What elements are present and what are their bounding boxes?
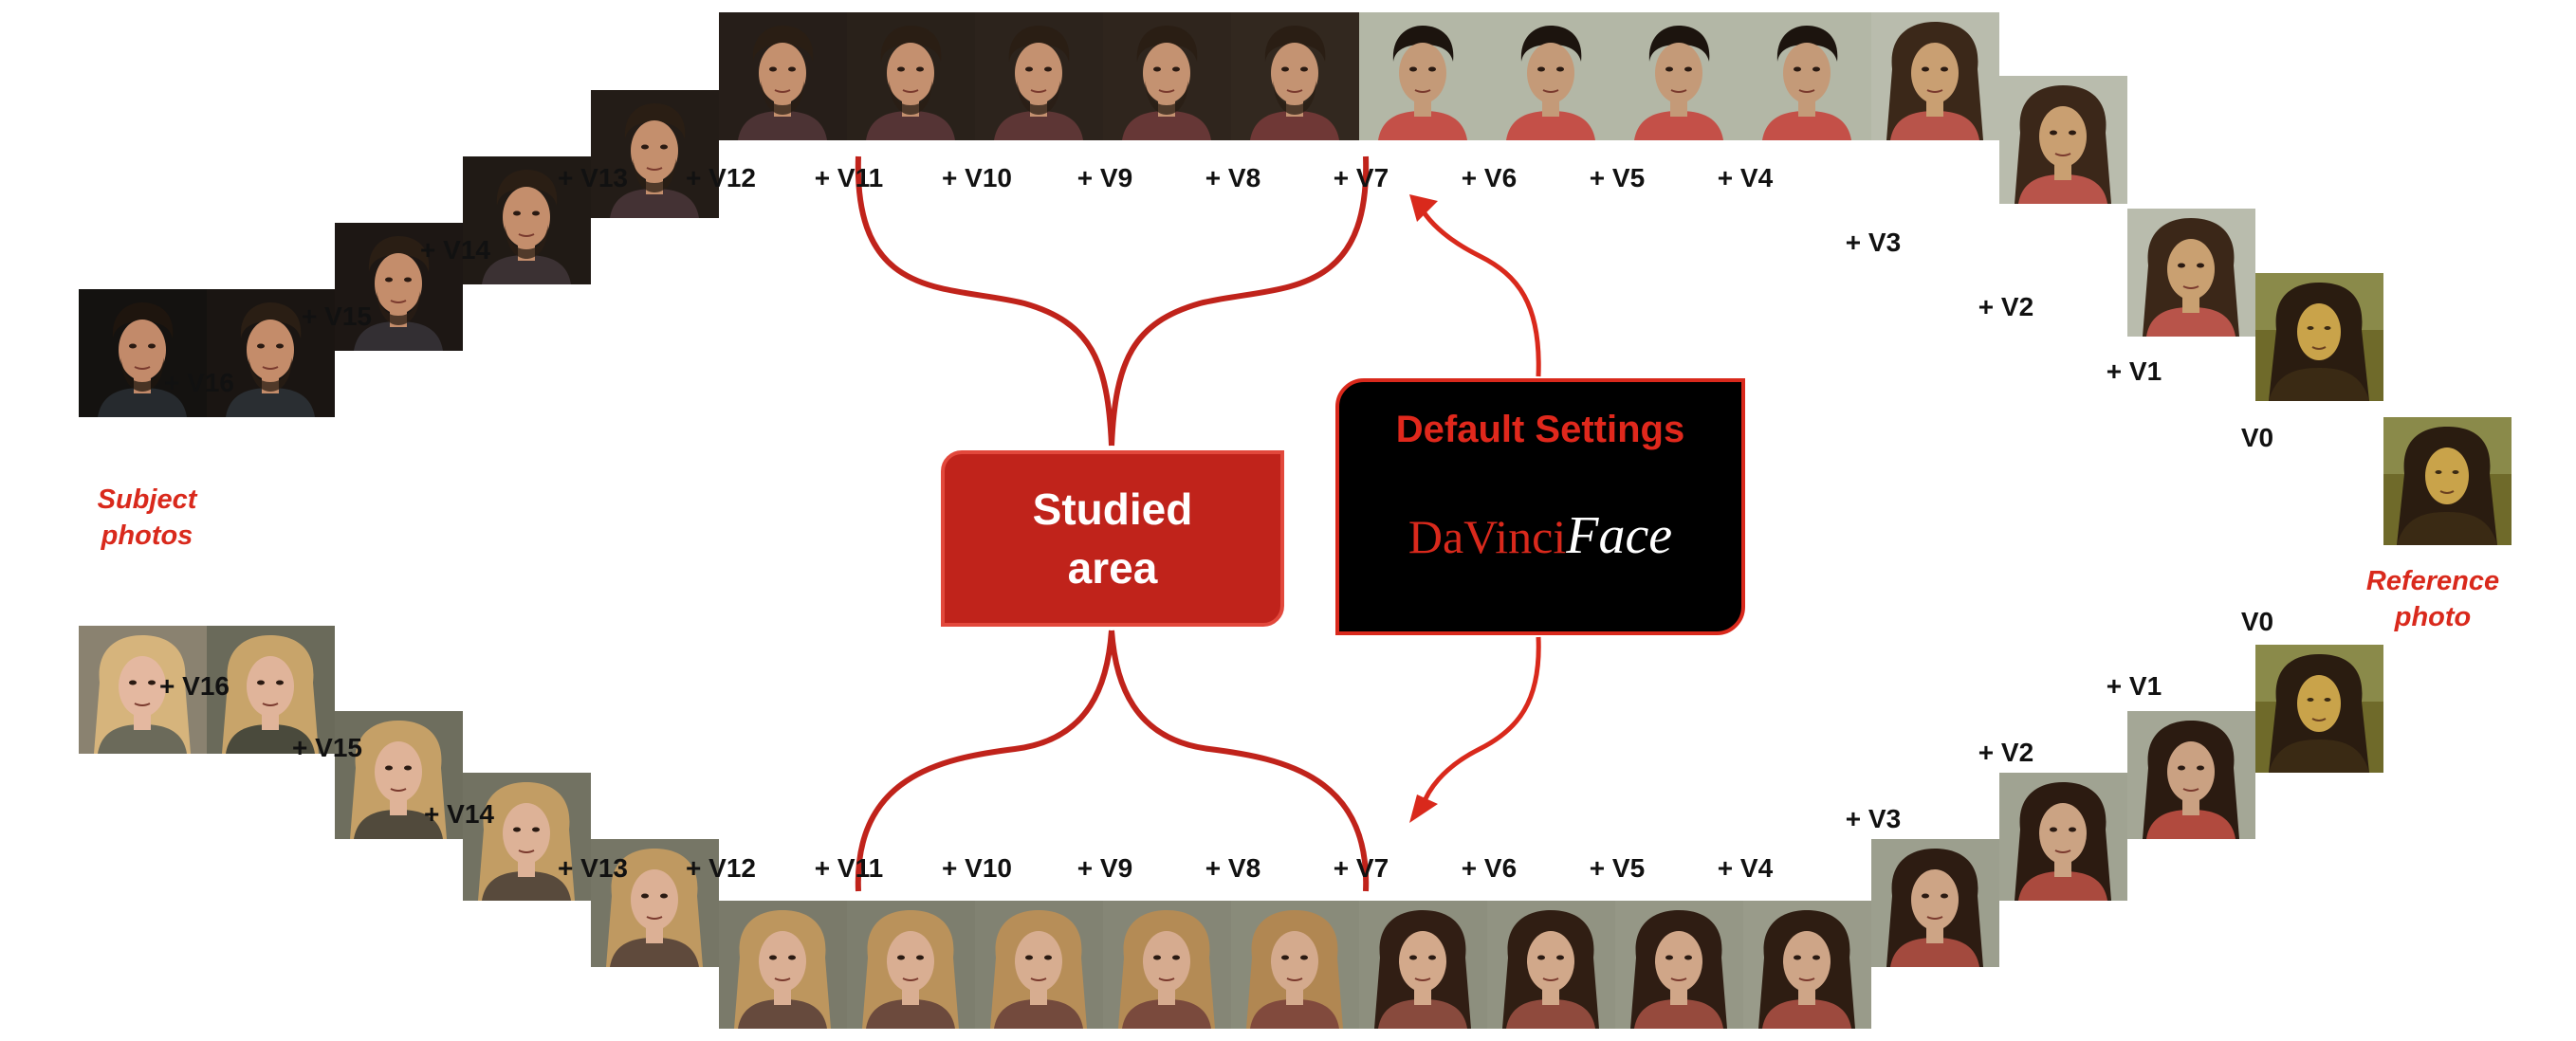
top-row-label-12: + V4 (1717, 163, 1774, 192)
bottom-row-label-7: + V9 (1076, 853, 1133, 883)
bottom-row-thumb-4 (719, 901, 847, 1029)
bottom-row-label-8: + V8 (1205, 853, 1261, 883)
reference-photo-label: Reference photo (2365, 566, 2500, 632)
bottom-row-label-14: + V2 (1978, 738, 2034, 767)
studied-bracket-bottom-right (1109, 630, 1370, 892)
default-settings-box: Default Settings DaVinciFace (1335, 378, 1745, 635)
bottom-row-label-3: + V13 (558, 853, 628, 883)
bottom-row-thumb-0 (207, 626, 335, 754)
top-row-label-13: + V3 (1845, 228, 1902, 257)
top-row-thumb-16 (2255, 273, 2383, 401)
studied-bracket-top-right (1109, 155, 1370, 447)
bottom-row-thumb-3 (591, 839, 719, 967)
bottom-row-label-1: + V15 (292, 733, 362, 762)
top-row-thumb-3 (591, 90, 719, 218)
bottom-row-thumb-12 (1743, 901, 1871, 1029)
davinciface-logo: DaVinciFace (1339, 505, 1741, 566)
top-row-thumb-14 (1999, 76, 2127, 204)
bottom-row-label-9: + V7 (1333, 853, 1389, 883)
default-arrowhead-down (1409, 794, 1438, 823)
top-row-label-3: + V13 (558, 163, 628, 192)
top-row-thumb-12 (1743, 12, 1871, 140)
studied-bracket-bottom-left (855, 630, 1114, 892)
bottom-row-label-0: + V16 (159, 671, 230, 701)
bottom-row-label-4: + V12 (686, 853, 756, 883)
bottom-row-label-6: + V10 (942, 853, 1012, 883)
bottom-row-thumb-16 (2255, 645, 2383, 773)
top-row-label-0: + V16 (164, 368, 234, 397)
subject-photo-male (79, 289, 207, 417)
top-row-thumb-4 (719, 12, 847, 140)
top-row-label-9: + V7 (1333, 163, 1389, 192)
subject-photo-female (79, 626, 207, 754)
bottom-row-thumb-1 (335, 711, 463, 839)
bottom-row-thumb-6 (975, 901, 1103, 1029)
bottom-row-thumb-7 (1103, 901, 1231, 1029)
bottom-row-thumb-13 (1871, 839, 1999, 967)
top-row-label-4: + V12 (686, 163, 756, 192)
top-row-label-16: V0 (2240, 423, 2274, 452)
bottom-row-label-5: + V11 (814, 853, 884, 883)
bottom-row-thumb-15 (2127, 711, 2255, 839)
bottom-row-thumb-14 (1999, 773, 2127, 901)
top-row-label-11: + V5 (1589, 163, 1646, 192)
top-row-label-15: + V1 (2106, 356, 2162, 386)
bottom-row-label-10: + V6 (1461, 853, 1518, 883)
top-row-label-2: + V14 (420, 235, 490, 265)
subject-photos-label: Subject photos (97, 484, 197, 551)
top-row-label-14: + V2 (1978, 292, 2034, 321)
top-row-label-6: + V10 (942, 163, 1012, 192)
bottom-row-thumb-9 (1359, 901, 1487, 1029)
bottom-row-thumb-5 (847, 901, 975, 1029)
top-row-thumb-15 (2127, 209, 2255, 337)
bottom-row-thumb-10 (1487, 901, 1615, 1029)
bottom-row-label-2: + V14 (424, 799, 494, 829)
reference-photo (2383, 417, 2512, 545)
default-arrowhead-up (1409, 194, 1438, 222)
bottom-row-label-16: V0 (2240, 607, 2274, 636)
top-row-thumb-11 (1615, 12, 1743, 140)
top-row-thumb-1 (335, 223, 463, 351)
studied-bracket-top-left (855, 155, 1114, 447)
top-row-label-1: + V15 (302, 301, 372, 331)
studied-area-text: Studied area (1032, 484, 1193, 593)
top-row-thumb-9 (1359, 12, 1487, 140)
top-row-thumb-6 (975, 12, 1103, 140)
top-row-thumb-5 (847, 12, 975, 140)
top-row-thumb-8 (1231, 12, 1359, 140)
bottom-row-thumb-2 (463, 773, 591, 901)
bottom-row-label-12: + V4 (1717, 853, 1774, 883)
bottom-row-label-11: + V5 (1589, 853, 1646, 883)
bottom-row-label-13: + V3 (1845, 804, 1902, 833)
top-row-label-8: + V8 (1205, 163, 1261, 192)
studied-area-box: Studied area (941, 450, 1284, 627)
logo-text-face: Face (1566, 506, 1673, 565)
top-row-label-7: + V9 (1076, 163, 1133, 192)
top-row-thumb-0 (207, 289, 335, 417)
logo-text-davinci: DaVinci (1408, 510, 1567, 563)
top-row-thumb-2 (463, 156, 591, 284)
bottom-row-thumb-8 (1231, 901, 1359, 1029)
bottom-row-thumb-11 (1615, 901, 1743, 1029)
default-arrow-up (1420, 209, 1541, 377)
top-row-label-5: + V11 (814, 163, 884, 192)
top-row-label-10: + V6 (1461, 163, 1518, 192)
default-settings-title: Default Settings (1395, 409, 1685, 450)
bottom-row-label-15: + V1 (2106, 671, 2162, 701)
default-arrow-down (1420, 636, 1541, 807)
top-row-thumb-10 (1487, 12, 1615, 140)
top-row-thumb-7 (1103, 12, 1231, 140)
top-row-thumb-13 (1871, 12, 1999, 140)
